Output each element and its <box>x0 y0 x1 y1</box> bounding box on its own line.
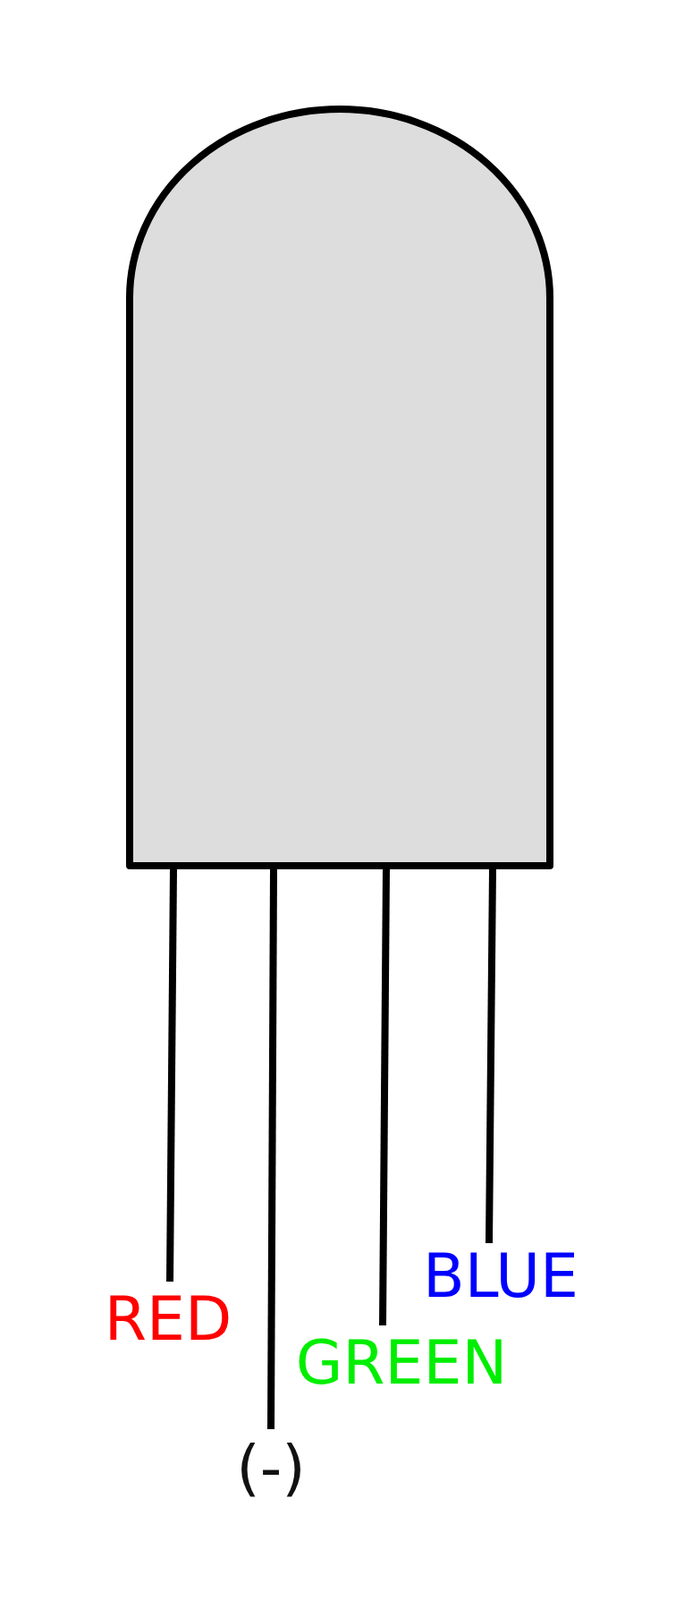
green-lead <box>382 868 387 1326</box>
pin-label: RED <box>104 1288 233 1350</box>
pin-label: GREEN <box>295 1332 508 1394</box>
pin-label: BLUE <box>422 1245 579 1307</box>
led-body <box>129 109 550 866</box>
blue-lead <box>489 868 493 1243</box>
red-lead <box>169 868 174 1282</box>
cathode-lead <box>270 868 274 1429</box>
pin-label: (-) <box>236 1437 306 1499</box>
